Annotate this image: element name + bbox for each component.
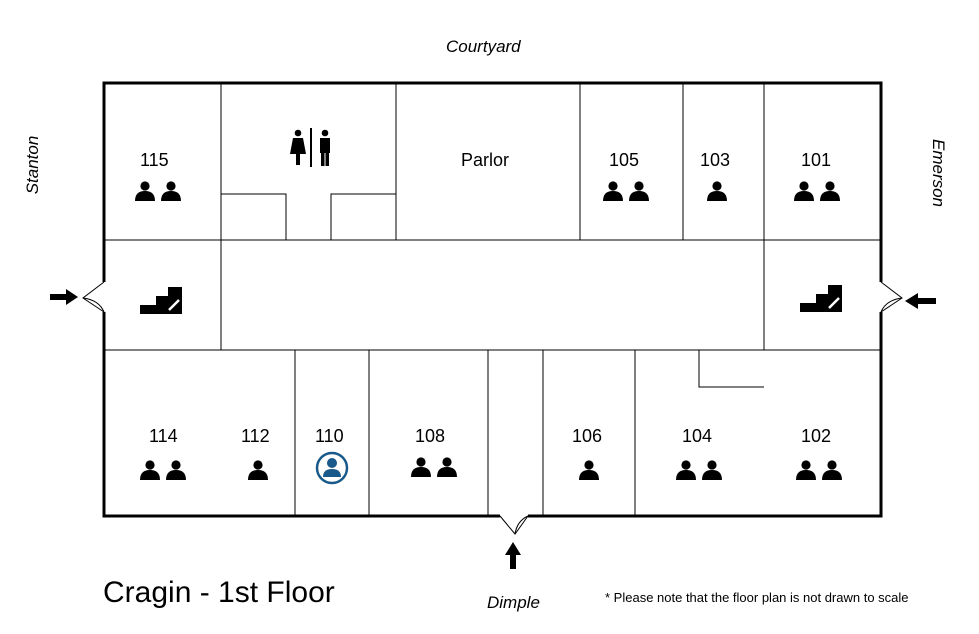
person-icon	[820, 181, 840, 201]
room-103[interactable]: 103	[700, 150, 731, 170]
restroom-icon	[290, 128, 330, 167]
person-icon	[437, 457, 457, 477]
arrow-icon-south	[505, 542, 521, 569]
stairs-icon-west	[140, 287, 182, 314]
room-110[interactable]: 110	[315, 426, 344, 446]
scale-note: * Please note that the floor plan is not…	[605, 590, 909, 605]
room-108[interactable]: 108	[415, 426, 446, 446]
person-icon	[140, 460, 160, 480]
room-112[interactable]: 112	[241, 426, 270, 446]
person-icon	[579, 460, 599, 480]
person-icon	[707, 181, 727, 201]
person-icon	[161, 181, 181, 201]
stairs-icon-east	[800, 285, 842, 312]
room-114[interactable]: 114	[149, 426, 178, 446]
person-icon	[166, 460, 186, 480]
room-101[interactable]: 101	[801, 150, 832, 170]
door-west	[82, 281, 108, 313]
arrow-icon-east	[905, 293, 936, 309]
person-icon	[794, 181, 814, 201]
person-icon	[822, 460, 842, 480]
room-115[interactable]: 115	[140, 150, 169, 170]
person-icon	[629, 181, 649, 201]
user-circle-icon	[315, 451, 349, 485]
person-icon	[676, 460, 696, 480]
door-south	[499, 512, 529, 535]
room-104[interactable]: 104	[682, 426, 713, 446]
page-title: Cragin - 1st Floor	[103, 576, 335, 609]
person-icon	[796, 460, 816, 480]
direction-south: Dimple	[487, 593, 540, 612]
person-icon	[248, 460, 268, 480]
door-east	[877, 281, 903, 313]
arrow-icon-west	[50, 289, 78, 305]
person-icon	[702, 460, 722, 480]
direction-north: Courtyard	[446, 37, 521, 56]
person-icon	[135, 181, 155, 201]
room-106[interactable]: 106	[572, 426, 603, 446]
person-icon	[411, 457, 431, 477]
room-parlor[interactable]: Parlor	[461, 150, 510, 170]
room-105[interactable]: 105	[609, 150, 640, 170]
person-icon	[603, 181, 623, 201]
room-102[interactable]: 102	[801, 426, 832, 446]
